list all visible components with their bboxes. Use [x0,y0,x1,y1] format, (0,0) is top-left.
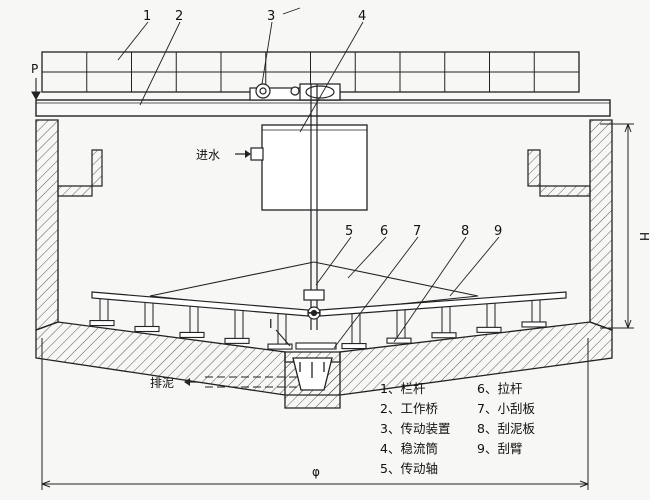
scraper-arm-left [91,291,309,317]
callout-7: 7 [413,224,421,239]
scraper-blade [224,337,250,344]
water-inlet-label: 进水 [196,148,220,162]
callout-3: 3 [267,9,275,24]
right-launder [527,149,591,197]
legend-item-3: 3、传动装置 [380,421,450,436]
callout-2: 2 [175,9,183,24]
leader-lines [117,7,500,349]
detail-i-label: I [269,317,273,331]
drive-shaft [298,84,330,330]
diameter-dimension [41,338,589,490]
detail-marker [275,329,291,347]
scraper-blade [386,337,412,344]
callout-9: 9 [494,224,502,239]
legend-item-5: 5、传动轴 [380,461,438,476]
legend-item-4: 4、稳流筒 [380,441,438,456]
inlet-arrow-head [245,150,251,158]
callout-6: 6 [380,224,388,239]
tank-left-wall [35,119,59,331]
sludge-pipe [205,376,300,388]
inlet-pipe [250,147,264,161]
diameter-label: φ [312,465,320,479]
legend-item-1: 1、栏杆 [380,381,426,396]
scraper-blade [89,320,115,327]
scraper-blades [89,320,547,350]
scraper-arm-right [319,291,567,317]
stilling-well [261,124,368,211]
drive-device [249,83,341,101]
scraper-blade [267,343,293,350]
legend-item-7: 7、小刮板 [477,401,535,416]
legend-item-9: 9、刮臂 [477,441,522,456]
callout-1: 1 [143,9,151,24]
legend: 1、栏杆 2、工作桥 3、传动装置 4、稳流筒 5、传动轴 6、拉杆 7、小刮板… [380,381,535,476]
callout-4: 4 [358,9,366,24]
callout-5: 5 [345,224,353,239]
sludge-arrow-head [184,378,190,386]
p-label: P [31,62,38,76]
legend-item-8: 8、刮泥板 [477,421,535,436]
scraper-blade [476,326,502,333]
scraper-blade [341,343,367,350]
scraper-blade [179,331,205,338]
small-scraper [295,342,337,350]
height-dimension [600,123,634,329]
height-label: H [637,232,650,241]
tank-right-wall [589,119,613,331]
left-launder [57,149,103,197]
scraper-blade [431,332,457,339]
sludge-hopper [284,351,341,409]
callout-8: 8 [461,224,469,239]
scraper-blade [521,321,547,328]
working-bridge [35,99,611,117]
scraper-blade [134,325,160,333]
legend-item-6: 6、拉杆 [477,381,523,396]
legend-item-2: 2、工作桥 [380,401,438,416]
p-arrow [31,78,41,101]
sludge-discharge-label: 排泥 [150,376,174,390]
